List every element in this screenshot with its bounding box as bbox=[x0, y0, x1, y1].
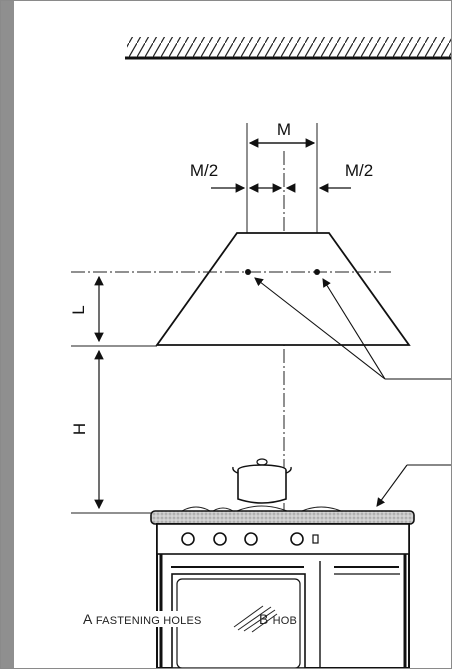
cooking-pot bbox=[232, 458, 292, 504]
fastening-hole-right bbox=[314, 269, 320, 275]
dimension-m-label: M bbox=[277, 120, 291, 139]
legend-b-letter: B bbox=[259, 611, 269, 627]
dimension-l-label: L bbox=[69, 305, 88, 314]
legend-a: A FASTENING HOLES bbox=[81, 611, 204, 627]
ceiling bbox=[125, 37, 451, 60]
oven-glass-reflection bbox=[233, 605, 278, 633]
legend-a-text: FASTENING HOLES bbox=[95, 615, 202, 627]
dimension-m-half-right-label: M/2 bbox=[345, 161, 373, 180]
legend-b: B HOB bbox=[259, 611, 297, 627]
fastening-holes-leader bbox=[254, 277, 451, 380]
legend-b-text: HOB bbox=[272, 615, 298, 627]
legend-a-letter: A bbox=[83, 611, 92, 627]
fastening-hole-left bbox=[245, 269, 251, 275]
dimension-h-label: H bbox=[70, 423, 89, 435]
hob bbox=[150, 510, 415, 525]
hob-leader bbox=[376, 464, 451, 507]
left-margin-bar bbox=[1, 1, 14, 668]
cooker-body bbox=[156, 523, 410, 668]
pan-supports bbox=[181, 505, 342, 512]
cooker-hood bbox=[155, 232, 411, 346]
dimension-m-half-left-label: M/2 bbox=[190, 161, 218, 180]
